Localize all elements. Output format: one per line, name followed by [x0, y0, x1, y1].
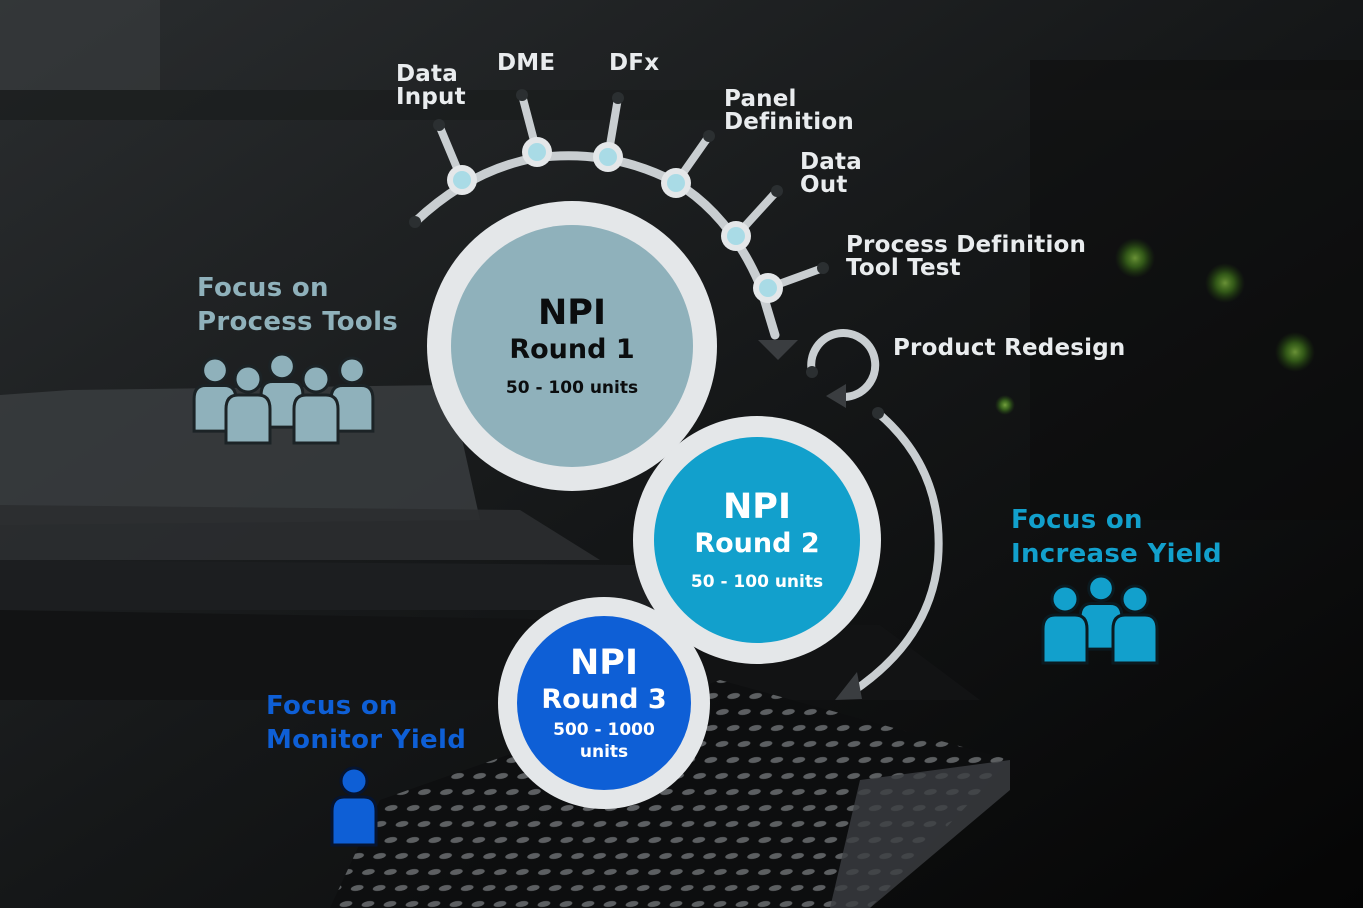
stage-node-inner-0 [453, 171, 471, 189]
person-head-b0 [1087, 574, 1115, 603]
stage-node-inner-1 [528, 143, 546, 161]
arc-start-dot [409, 216, 421, 228]
person-body-3 [224, 393, 272, 445]
person-body-b1 [1041, 613, 1089, 665]
stage-node-inner-2 [599, 148, 617, 166]
npi-round-1-round: Round 1 [509, 334, 635, 365]
person-head-b2 [1120, 584, 1150, 614]
npi-round-3-round: Round 3 [541, 684, 667, 715]
person-b2 [1111, 584, 1159, 665]
redesign-loop-arrowhead [826, 384, 846, 408]
person-3 [224, 364, 272, 445]
person-head-2 [268, 352, 296, 381]
npi-round-2-units: 50 - 100 units [690, 572, 824, 592]
stage-label-dfx: DFx [609, 50, 660, 76]
group-of-five-people-icon [192, 352, 375, 445]
person-head-0 [201, 356, 229, 385]
npi-round-3-units: 500 - 1000 units [553, 720, 655, 762]
stage-node-inner-4 [727, 227, 745, 245]
return-arc-arrowhead [835, 672, 862, 700]
stage-pin-tip-1 [516, 89, 528, 101]
person-b0 [1078, 574, 1124, 651]
product-redesign-label: Product Redesign [893, 335, 1126, 361]
stage-pin-tip-2 [612, 92, 624, 104]
person-body-4 [292, 393, 340, 445]
person-head-3 [233, 364, 263, 394]
stage-node-inner-5 [759, 279, 777, 297]
npi-round-1-circle: NPI Round 1 50 - 100 units [451, 225, 693, 467]
npi-round-3-title: NPI [570, 643, 638, 683]
single-person-icon [330, 766, 378, 847]
redesign-loop-arrow [807, 329, 880, 401]
person-4 [292, 364, 340, 445]
npi-round-2-circle: NPI Round 2 50 - 100 units [654, 437, 860, 643]
group-of-three-people-icon [1041, 574, 1159, 665]
person-body-b2 [1111, 613, 1159, 665]
person-c0 [330, 766, 378, 847]
stage-label-dme: DME [497, 50, 556, 76]
stage-pin-tip-5 [817, 262, 829, 274]
person-head-c0 [339, 766, 369, 796]
person-body-c0 [330, 795, 378, 847]
stage-node-inner-3 [667, 174, 685, 192]
person-2 [259, 352, 305, 429]
return-arc-dot [872, 407, 884, 419]
npi-round-3-circle: NPI Round 3 500 - 1000 units [517, 616, 691, 790]
person-head-4 [301, 364, 331, 394]
stage-pin-tip-3 [703, 130, 715, 142]
person-body-1 [329, 384, 375, 433]
person-body-b0 [1078, 602, 1124, 651]
person-head-1 [338, 356, 366, 385]
person-body-2 [259, 380, 305, 429]
stage-pin-tip-0 [433, 119, 445, 131]
redesign-loop-dot [806, 366, 818, 378]
npi-round-2-title: NPI [723, 487, 791, 527]
stage-pin-tip-4 [771, 185, 783, 197]
npi-round-2-round: Round 2 [694, 528, 820, 559]
person-head-b1 [1050, 584, 1080, 614]
person-1 [329, 356, 375, 433]
npi-round-1-title: NPI [538, 293, 606, 333]
return-arc-line [849, 409, 943, 696]
arc-arrowhead [758, 340, 798, 360]
person-b1 [1041, 584, 1089, 665]
npi-round-1-units: 50 - 100 units [505, 378, 639, 398]
